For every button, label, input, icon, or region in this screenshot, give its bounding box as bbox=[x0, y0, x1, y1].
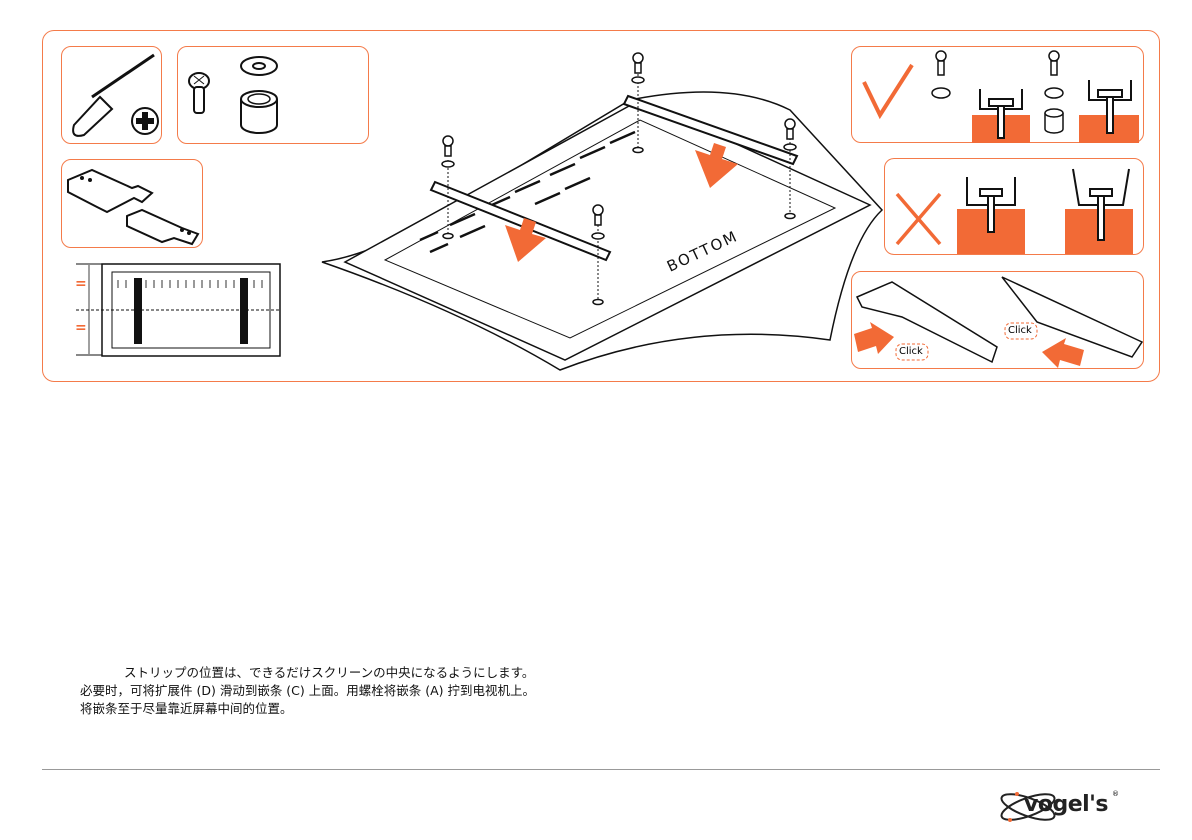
logo-text: vogel's bbox=[1024, 792, 1109, 817]
checkmark-icon bbox=[862, 50, 1139, 143]
cross-icon bbox=[895, 168, 1133, 254]
correct-usage-panel bbox=[851, 46, 1144, 143]
incorrect-usage-panel bbox=[884, 158, 1144, 255]
illustration-frame bbox=[42, 30, 1160, 382]
vogels-logo: vogel's ® bbox=[1000, 790, 1120, 824]
equal-mark-bottom: = bbox=[75, 320, 87, 336]
extension-strips-icon bbox=[67, 168, 200, 246]
screwdriver-icon bbox=[72, 53, 159, 137]
tools-panel bbox=[61, 46, 162, 144]
screw-washer-spacer-icon bbox=[188, 56, 278, 134]
centering-diagram bbox=[76, 263, 281, 357]
instruction-chinese-line2: 将嵌条至于尽量靠近屏幕中间的位置。 bbox=[80, 701, 293, 716]
logo-orbit-icon bbox=[1000, 792, 1056, 822]
strip-click-illustration bbox=[854, 276, 1144, 368]
logo-registered: ® bbox=[1112, 790, 1119, 798]
footer-divider bbox=[42, 769, 1160, 770]
click-label-left: Click bbox=[899, 346, 923, 357]
extension-panel bbox=[61, 159, 203, 248]
hardware-panel bbox=[177, 46, 369, 144]
equal-mark-top: = bbox=[75, 276, 87, 292]
click-connection-panel: Click Click bbox=[851, 271, 1144, 369]
tv-mounting-illustration: BOTTOM bbox=[321, 52, 884, 371]
instruction-chinese-line1: 必要时，可将扩展件 (D) 滑动到嵌条 (C) 上面。用螺栓将嵌条 (A) 拧到… bbox=[80, 683, 536, 698]
instruction-japanese: ストリップの位置は、できるだけスクリーンの中央になるようにします。 bbox=[124, 665, 535, 680]
click-label-right: Click bbox=[1008, 325, 1032, 336]
